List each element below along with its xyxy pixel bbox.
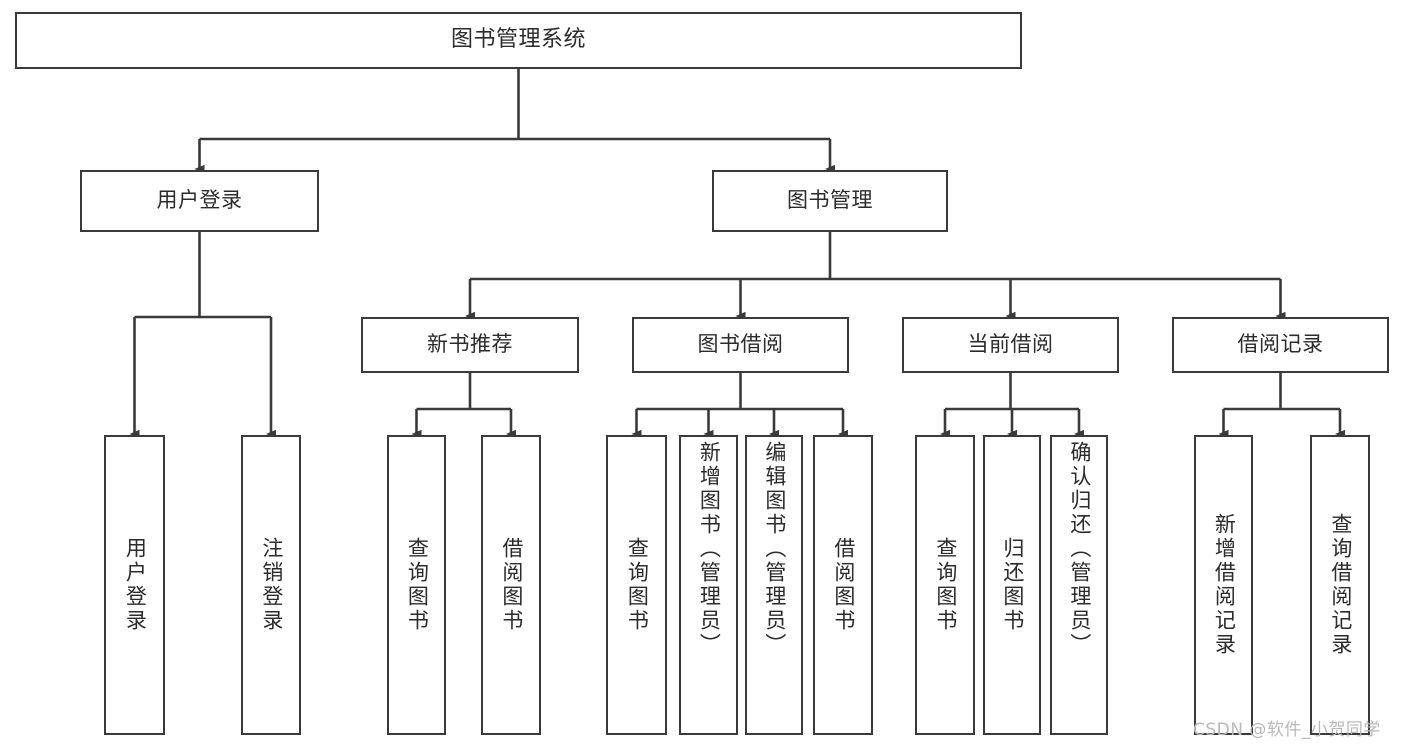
node-leaf-borrow-book-2[interactable]: 借阅图书	[813, 435, 873, 735]
node-leaf-user-login[interactable]: 用户登录	[104, 435, 165, 735]
watermark-text: CSDN @软件_小贺同学	[1193, 720, 1381, 740]
node-current-borrow[interactable]: 当前借阅	[902, 317, 1119, 373]
node-leaf-add-book[interactable]: 新增图书（管理员）	[679, 435, 738, 735]
node-new-book-recommend[interactable]: 新书推荐	[361, 317, 579, 373]
node-user-login[interactable]: 用户登录	[80, 170, 319, 232]
node-borrow-record[interactable]: 借阅记录	[1172, 317, 1389, 373]
node-leaf-borrow-book-1[interactable]: 借阅图书	[481, 435, 541, 735]
node-leaf-add-record[interactable]: 新增借阅记录	[1194, 435, 1253, 735]
node-leaf-return-book[interactable]: 归还图书	[983, 435, 1041, 735]
node-book-manage[interactable]: 图书管理	[712, 170, 948, 232]
node-leaf-query-book-1[interactable]: 查询图书	[387, 435, 446, 735]
node-root-root[interactable]: 图书管理系统	[15, 12, 1022, 69]
node-leaf-edit-book[interactable]: 编辑图书（管理员）	[745, 435, 803, 735]
node-leaf-query-record[interactable]: 查询借阅记录	[1310, 435, 1370, 735]
node-leaf-query-book-3[interactable]: 查询图书	[915, 435, 975, 735]
node-leaf-query-book-2[interactable]: 查询图书	[606, 435, 667, 735]
node-book-borrow[interactable]: 图书借阅	[632, 317, 849, 373]
node-leaf-logout[interactable]: 注销登录	[241, 435, 301, 735]
node-leaf-confirm-return[interactable]: 确认归还（管理员）	[1050, 435, 1108, 735]
